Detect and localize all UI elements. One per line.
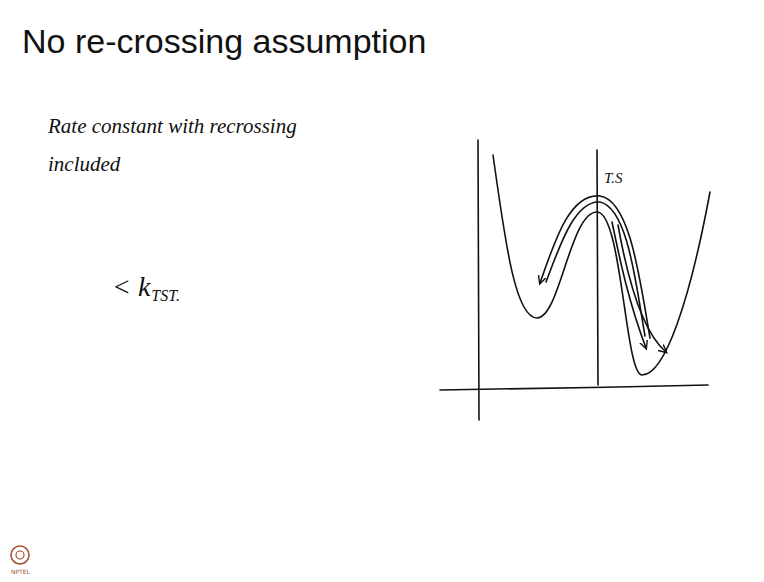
x-axis [440, 385, 708, 390]
recrossing-arrow [618, 225, 666, 352]
subscript-text: TST. [151, 282, 180, 311]
nptel-logo [16, 551, 24, 559]
recrossing-arrow [612, 222, 646, 348]
recrossing-arrow [546, 202, 645, 336]
logo-text: NPTEL [11, 567, 30, 578]
transition-state-line [597, 150, 598, 385]
potential-curve [493, 155, 710, 375]
transition-state-label: T.S [604, 165, 622, 192]
inequality-text: < k [112, 262, 150, 312]
y-axis [478, 140, 479, 420]
recrossing-arrow [540, 196, 650, 338]
nptel-logo [11, 546, 29, 564]
slide-title: No re-crossing assumption [22, 22, 426, 61]
note-text: Rate constant with recrossing included [48, 108, 348, 184]
